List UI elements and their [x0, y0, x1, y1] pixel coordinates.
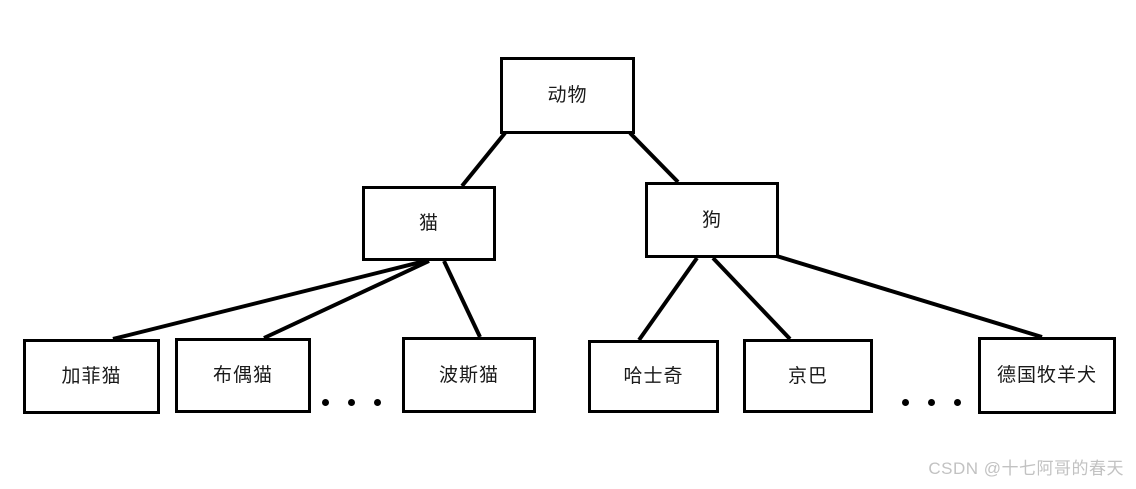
node-pekingese-label: 京巴	[787, 365, 828, 387]
edge-狗-to-德国牧羊犬	[769, 252, 1043, 339]
node-garfield-cat[interactable]: 加菲猫	[23, 339, 160, 414]
edge-狗-to-京巴	[711, 256, 792, 341]
node-cat[interactable]: 猫	[362, 186, 496, 261]
node-pekingese[interactable]: 京巴	[743, 339, 873, 413]
node-garfield-cat-label: 加菲猫	[61, 366, 122, 387]
node-german-shepherd[interactable]: 德国牧羊犬	[978, 337, 1116, 414]
edge-猫-to-加菲猫	[112, 259, 426, 341]
edge-动物-to-猫	[460, 131, 507, 188]
node-animal[interactable]: 动物	[500, 57, 635, 134]
edge-猫-to-波斯猫	[442, 260, 482, 338]
node-persian-cat[interactable]: 波斯猫	[402, 337, 536, 413]
edge-动物-to-狗	[628, 131, 680, 184]
ellipsis-dot	[928, 399, 935, 406]
ellipsis-dot	[902, 399, 909, 406]
node-dog-label: 狗	[701, 209, 722, 231]
ellipsis-dot	[348, 399, 355, 406]
node-ragdoll-cat-label: 布偶猫	[212, 365, 273, 386]
node-animal-label: 动物	[547, 85, 588, 106]
node-husky[interactable]: 哈士奇	[588, 340, 719, 413]
node-cat-label: 猫	[418, 213, 439, 234]
edge-猫-to-布偶猫	[263, 259, 430, 340]
node-persian-cat-label: 波斯猫	[438, 364, 499, 386]
ellipsis-dog-branch: ...	[902, 399, 961, 406]
watermark-text: CSDN @十七阿哥的春天	[928, 459, 1124, 478]
ellipsis-cat-branch: ...	[322, 399, 381, 406]
node-dog[interactable]: 狗	[645, 182, 779, 258]
ellipsis-dot	[322, 399, 329, 406]
ellipsis-dot	[954, 399, 961, 406]
node-husky-label: 哈士奇	[623, 366, 684, 387]
node-german-shepherd-label: 德国牧羊犬	[996, 365, 1097, 386]
ellipsis-dot	[374, 399, 381, 406]
node-ragdoll-cat[interactable]: 布偶猫	[175, 338, 311, 413]
edge-狗-to-哈士奇	[637, 256, 699, 342]
